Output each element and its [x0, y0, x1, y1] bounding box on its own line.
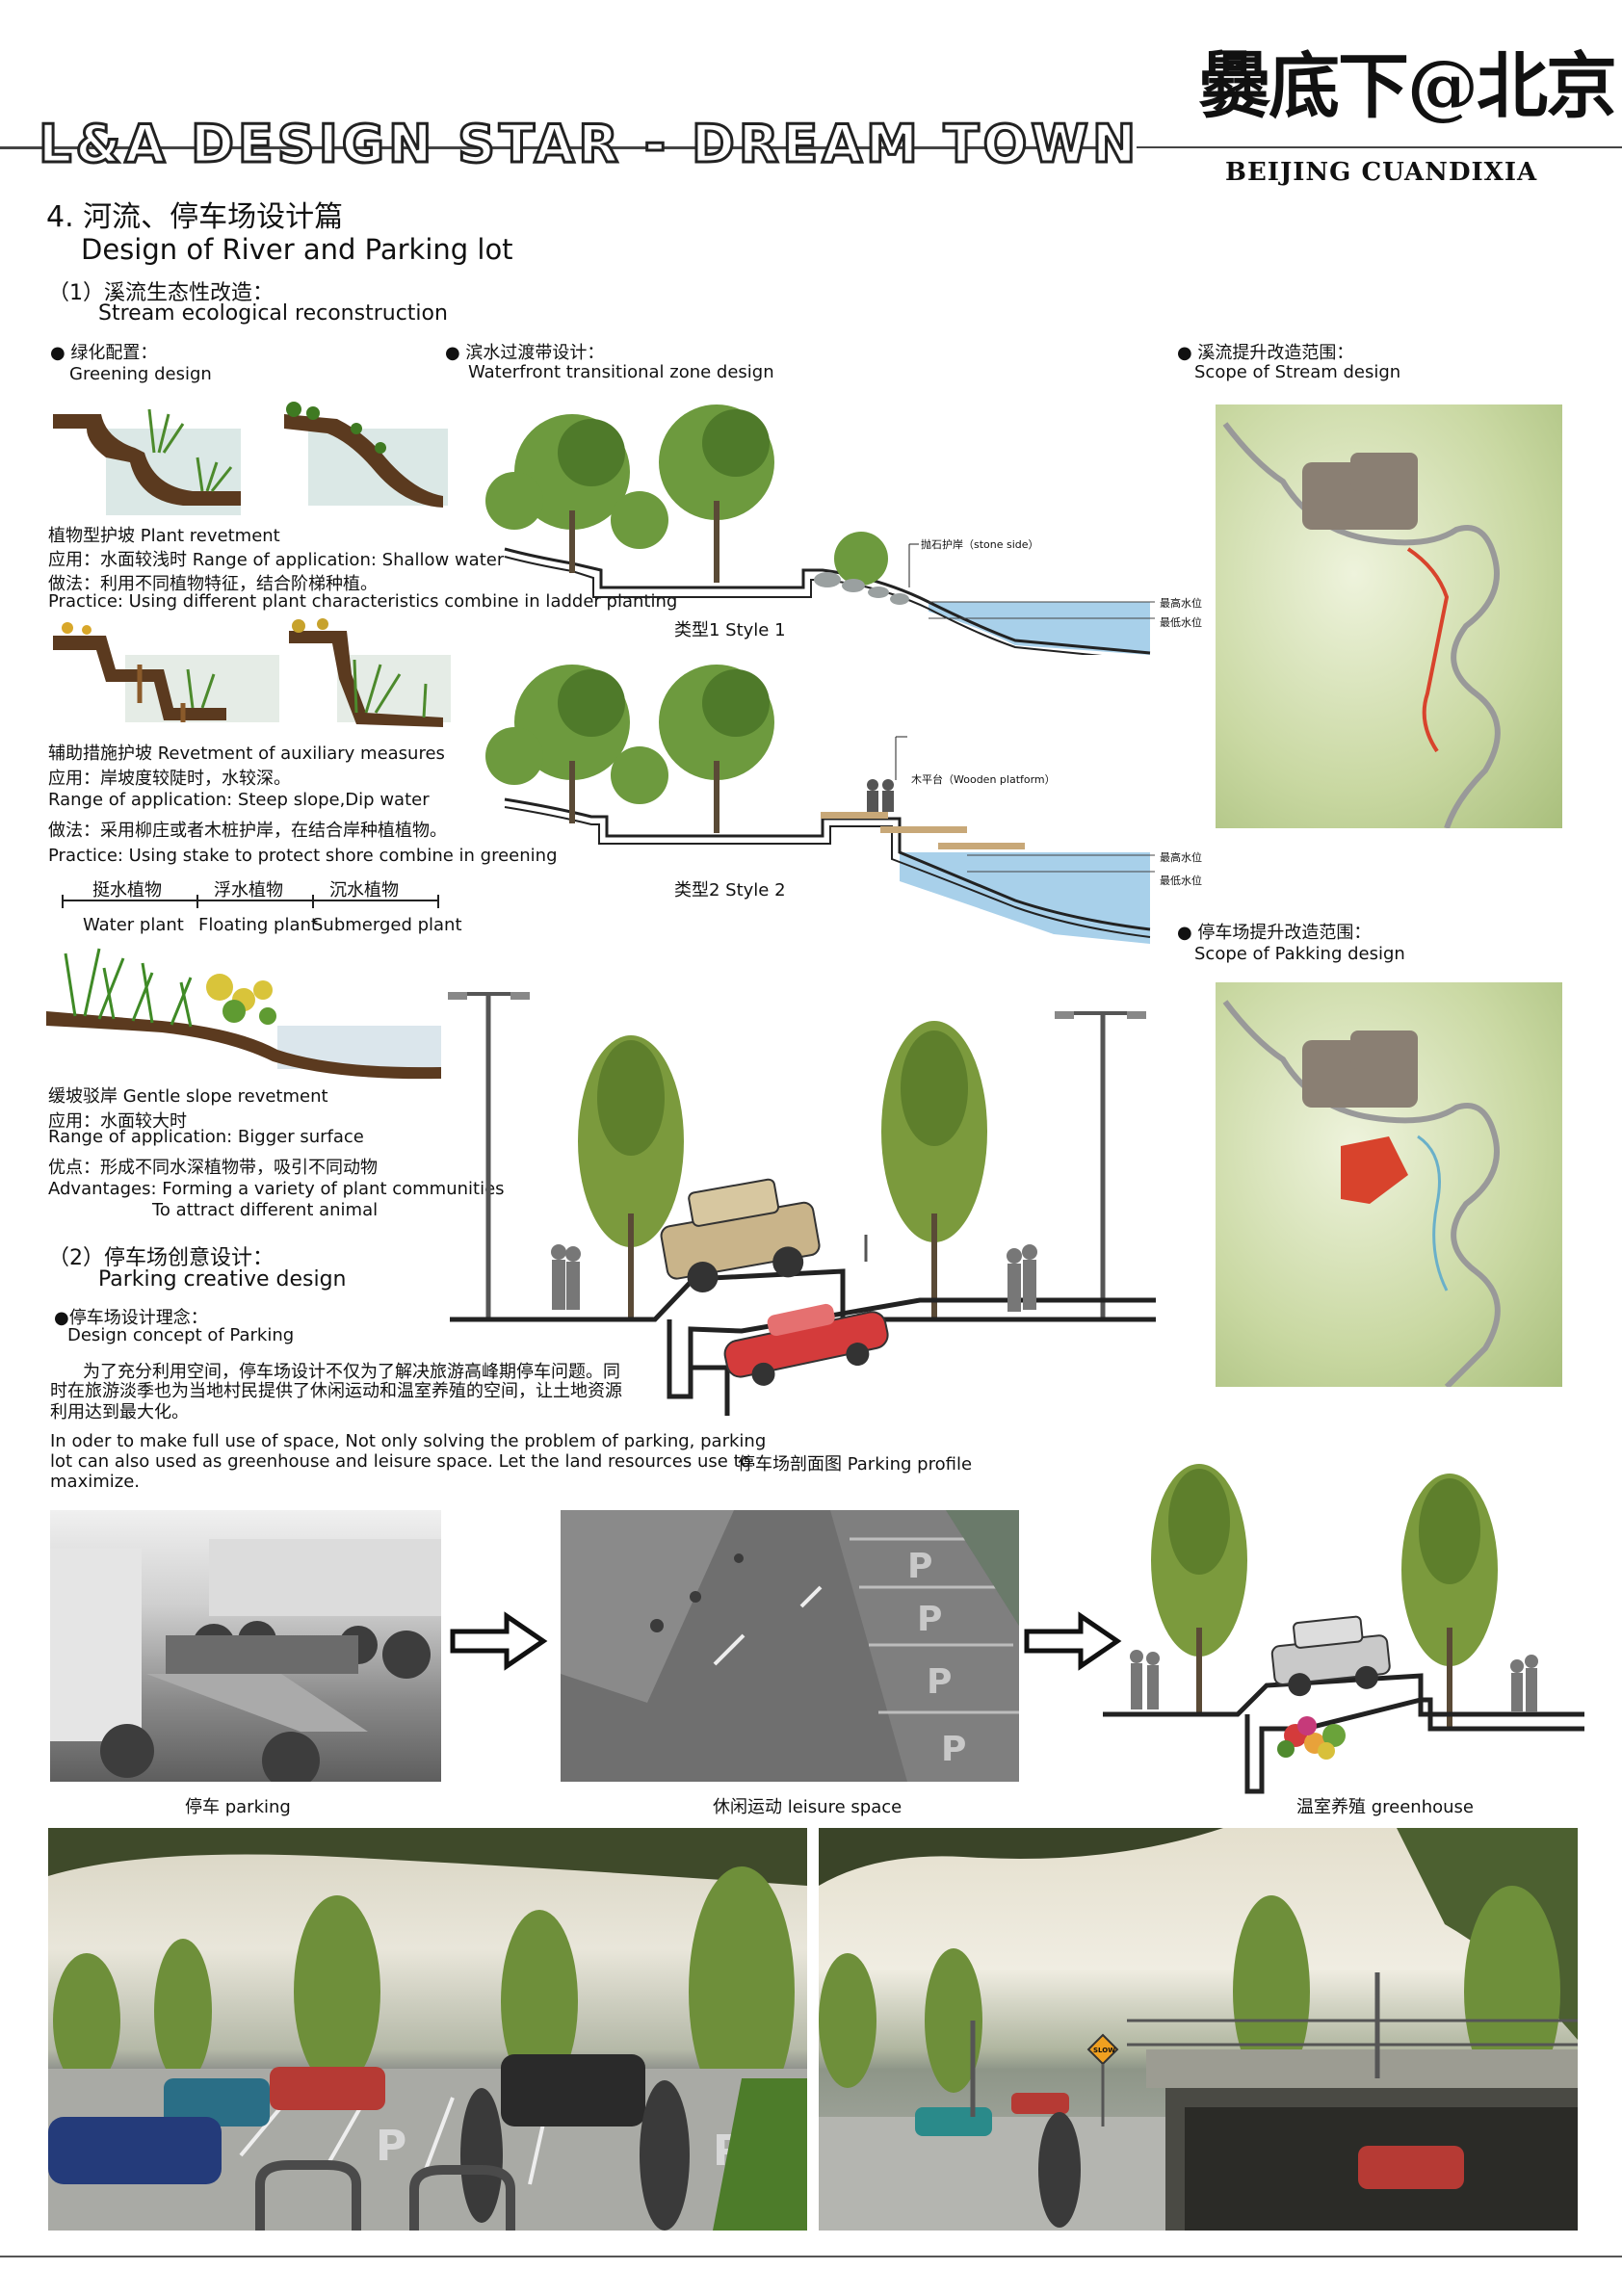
waterfront-section-style1 [485, 404, 1155, 655]
parking-scope-map [1216, 982, 1562, 1387]
style2-low-water: 最低水位 [1160, 874, 1202, 887]
style1-low-water: 最低水位 [1160, 616, 1202, 629]
parking-para-en-3: maximize. [50, 1472, 140, 1492]
svg-text:P: P [907, 1547, 932, 1586]
parking-photo [50, 1510, 441, 1782]
plant-revetment-title: 植物型护坡 Plant revetment [48, 526, 280, 546]
gentle-slope-title: 缓坡驳岸 Gentle slope revetment [48, 1086, 328, 1107]
svg-text:P: P [917, 1600, 942, 1639]
parking-profile-section [448, 992, 1156, 1416]
style1-high-water: 最高水位 [1160, 597, 1202, 610]
slow-sign: SLOW [1093, 2047, 1115, 2054]
header-rule-left [0, 146, 1108, 149]
plant-type-3-cn: 沉水植物 [329, 880, 399, 900]
footer-rule [0, 2256, 1622, 2257]
stream-scope-map [1216, 404, 1562, 828]
logo-chinese: 爨底下@北京 [1199, 45, 1617, 128]
parking-photo-drawing [50, 1539, 441, 1782]
style1-label: 类型1 Style 1 [674, 620, 786, 640]
caption-greenhouse: 温室养殖 greenhouse [1296, 1797, 1474, 1817]
stream-heading-cn: （1）溪流生态性改造： [48, 281, 274, 305]
parking-para-cn-1: 为了充分利用空间，停车场设计不仅为了解决旅游高峰期停车问题。同 [83, 1362, 620, 1382]
parking-para-en-2: lot can also used as greenhouse and leis… [50, 1451, 751, 1472]
parking-heading-en: Parking creative design [98, 1267, 347, 1292]
page-title: L&A DESIGN STAR - DREAM TOWN [37, 113, 1140, 176]
stone-side-label: 抛石护岸（stone side） [921, 538, 1039, 551]
plant-revetment-method: 做法：利用不同植物特征，结合阶梯种植。 [48, 574, 378, 594]
plant-type-2-en: Floating plant [198, 915, 318, 935]
waterfront-section-style2 [485, 665, 1155, 944]
parking-profile-label: 停车场剖面图 Parking profile [738, 1454, 973, 1474]
greening-heading-cn: ● 绿化配置： [50, 343, 158, 363]
waterfront-heading-en: Waterfront transitional zone design [468, 362, 774, 382]
svg-text:P: P [927, 1662, 952, 1702]
parking-para-cn-3: 利用达到最大化。 [50, 1402, 189, 1422]
plant-type-1-en: Water plant [83, 915, 184, 935]
stream-scope-map-drawing [1222, 422, 1501, 828]
style2-label: 类型2 Style 2 [674, 880, 786, 900]
svg-text:P: P [941, 1730, 966, 1769]
logo-english: BEIJING CUANDIXIA [1225, 158, 1538, 187]
rendering-underground-entrance-drawing [819, 1828, 1578, 2231]
parking-para-cn-2: 时在旅游淡季也为当地村民提供了休闲运动和温室养殖的空间，让土地资源 [50, 1381, 622, 1401]
caption-leisure: 休闲运动 leisure space [713, 1797, 903, 1817]
gentle-adv-cn: 优点：形成不同水深植物带，吸引不同动物 [48, 1158, 378, 1178]
gentle-adv-en-2: To attract different animal [152, 1200, 379, 1220]
gentle-range-en: Range of application: Bigger surface [48, 1127, 364, 1147]
stream-scope-heading-cn: ● 溪流提升改造范围： [1177, 343, 1354, 363]
header-rule-right [1137, 146, 1622, 148]
plant-revetment-diagram [53, 402, 448, 515]
section-title-cn: 4. 河流、停车场设计篇 [46, 200, 344, 234]
wooden-platform-label: 木平台（Wooden platform） [911, 773, 1056, 786]
parking-concept-en: Design concept of Parking [67, 1325, 295, 1345]
parking-scope-heading-cn: ● 停车场提升改造范围： [1177, 923, 1372, 943]
rendering-parking-lot-drawing: PPP [48, 1828, 807, 2231]
gentle-slope-diagram [46, 948, 441, 1080]
parking-concept-cn: ●停车场设计理念： [54, 1308, 208, 1328]
parking-scope-map-drawing [1222, 1000, 1501, 1387]
greenhouse-section [1103, 1464, 1584, 1794]
parking-heading-cn: （2）停车场创意设计： [48, 1246, 274, 1270]
aux-revetment-title: 辅助措施护坡 Revetment of auxiliary measures [48, 744, 445, 764]
aux-practice: Practice: Using stake to protect shore c… [48, 846, 558, 866]
arrow-right-icon [450, 1611, 548, 1671]
waterfront-heading-cn: ● 滨水过渡带设计： [445, 343, 605, 363]
arrow-right-icon-2 [1024, 1611, 1122, 1671]
rendering-parking-lot: PPP [48, 1828, 807, 2231]
plant-type-2-cn: 浮水植物 [214, 880, 283, 900]
plant-type-1-cn: 挺水植物 [92, 880, 162, 900]
plant-type-3-en: Submerged plant [312, 915, 462, 935]
greening-heading-en: Greening design [69, 364, 212, 384]
plant-type-ruler [62, 895, 439, 908]
parking-para-en-1: In oder to make full use of space, Not o… [50, 1431, 767, 1451]
section-title-en: Design of River and Parking lot [81, 233, 513, 266]
rendering-underground-entrance: SLOW [819, 1828, 1578, 2231]
auxiliary-revetment-diagram [53, 618, 451, 727]
gentle-adv-en: Advantages: Forming a variety of plant c… [48, 1179, 505, 1199]
stream-heading-en: Stream ecological reconstruction [98, 301, 448, 326]
aux-method: 做法：采用柳庄或者木桩护岸，在结合岸种植植物。 [48, 821, 447, 841]
parking-scope-heading-en: Scope of Pakking design [1194, 944, 1405, 964]
svg-text:P: P [376, 2122, 406, 2171]
plant-revetment-range: 应用：水面较浅时 Range of application: Shallow w… [48, 550, 505, 570]
aux-range-cn: 应用：岸坡度较陡时，水较深。 [48, 769, 291, 789]
aux-range-en: Range of application: Steep slope,Dip wa… [48, 790, 430, 810]
plant-revetment-practice: Practice: Using different plant characte… [48, 591, 678, 612]
caption-parking: 停车 parking [185, 1797, 291, 1817]
gentle-range-cn: 应用：水面较大时 [48, 1111, 187, 1132]
style2-high-water: 最高水位 [1160, 851, 1202, 864]
stream-scope-heading-en: Scope of Stream design [1194, 362, 1401, 382]
